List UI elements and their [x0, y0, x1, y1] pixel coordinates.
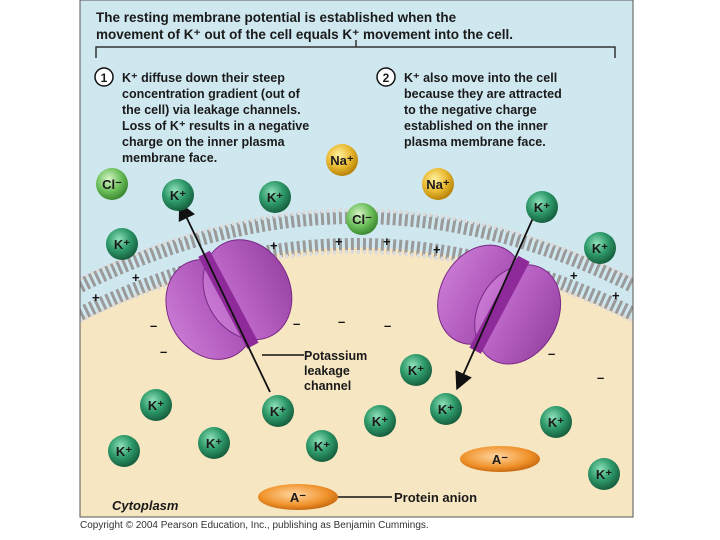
svg-text:K⁺: K⁺ [596, 467, 612, 482]
title-line-2: movement of K⁺ out of the cell equals K⁺… [96, 27, 513, 42]
svg-text:K⁺: K⁺ [114, 237, 130, 252]
svg-text:A⁻: A⁻ [290, 490, 306, 505]
charge-minus: – [150, 318, 157, 333]
step-1-number: 1 [101, 71, 108, 85]
charge-minus: – [338, 314, 345, 329]
step-1-line-1: K⁺ diffuse down their steep [122, 71, 285, 85]
charge-minus: – [384, 318, 391, 333]
step-2-number: 2 [383, 71, 390, 85]
protein-anion: A⁻ [460, 446, 540, 472]
k-ion: K⁺ [306, 430, 338, 462]
svg-text:K⁺: K⁺ [206, 436, 222, 451]
step-2-line-5: plasma membrane face. [404, 135, 546, 149]
channel-label-line-1: Potassium [304, 349, 367, 363]
svg-text:K⁺: K⁺ [372, 414, 388, 429]
svg-text:K⁺: K⁺ [314, 439, 330, 454]
svg-text:K⁺: K⁺ [548, 415, 564, 430]
channel-label-line-3: channel [304, 379, 351, 393]
charge-plus: + [570, 268, 578, 283]
svg-text:Na⁺: Na⁺ [426, 177, 450, 192]
svg-text:Na⁺: Na⁺ [330, 153, 354, 168]
charge-minus: – [597, 370, 604, 385]
k-ion: K⁺ [584, 232, 616, 264]
k-ion: K⁺ [364, 405, 396, 437]
charge-plus: + [612, 288, 620, 303]
k-ion: K⁺ [162, 179, 194, 211]
step-2-line-4: established on the inner [404, 119, 548, 133]
svg-text:K⁺: K⁺ [267, 190, 283, 205]
step-1-line-3: the cell) via leakage channels. [122, 103, 301, 117]
svg-text:K⁺: K⁺ [438, 402, 454, 417]
protein-anion: A⁻ [258, 484, 338, 510]
k-ion: K⁺ [198, 427, 230, 459]
channel-label-line-2: leakage [304, 364, 350, 378]
svg-text:A⁻: A⁻ [492, 452, 508, 467]
svg-text:K⁺: K⁺ [170, 188, 186, 203]
protein-anion-label: Protein anion [394, 490, 477, 505]
charge-minus: – [160, 344, 167, 359]
step-2-description: 2 K⁺ also move into the cell because the… [377, 68, 562, 149]
charge-plus: + [433, 242, 441, 257]
k-ion: K⁺ [108, 435, 140, 467]
step-1-line-4: Loss of K⁺ results in a negative [122, 119, 309, 133]
charge-plus: + [270, 238, 278, 253]
svg-text:K⁺: K⁺ [148, 398, 164, 413]
na-ion: Na⁺ [422, 168, 454, 200]
k-ion: K⁺ [400, 354, 432, 386]
copyright-notice: Copyright © 2004 Pearson Education, Inc.… [80, 520, 640, 531]
cl-ion: Cl⁻ [346, 203, 378, 235]
svg-text:K⁺: K⁺ [592, 241, 608, 256]
k-ion: K⁺ [430, 393, 462, 425]
charge-plus: + [92, 290, 100, 305]
charge-minus: – [548, 346, 555, 361]
svg-text:K⁺: K⁺ [270, 404, 286, 419]
cl-ion: Cl⁻ [96, 168, 128, 200]
svg-text:K⁺: K⁺ [116, 444, 132, 459]
step-2-line-3: to the negative charge [404, 103, 537, 117]
svg-text:K⁺: K⁺ [408, 363, 424, 378]
charge-plus: + [383, 234, 391, 249]
k-ion: K⁺ [262, 395, 294, 427]
step-1-line-2: concentration gradient (out of [122, 87, 301, 101]
na-ion: Na⁺ [326, 144, 358, 176]
k-ion: K⁺ [526, 191, 558, 223]
k-ion: K⁺ [259, 181, 291, 213]
step-2-line-1: K⁺ also move into the cell [404, 71, 557, 85]
svg-text:K⁺: K⁺ [534, 200, 550, 215]
charge-plus: + [335, 234, 343, 249]
title-line-1: The resting membrane potential is establ… [96, 10, 457, 25]
k-ion: K⁺ [140, 389, 172, 421]
charge-minus: – [293, 316, 300, 331]
step-2-line-2: because they are attracted [404, 87, 562, 101]
k-ion: K⁺ [588, 458, 620, 490]
k-ion: K⁺ [540, 406, 572, 438]
k-ion: K⁺ [106, 228, 138, 260]
step-1-line-5: charge on the inner plasma [122, 135, 286, 149]
svg-text:Cl⁻: Cl⁻ [102, 177, 122, 192]
cytoplasm-label: Cytoplasm [112, 498, 179, 513]
step-1-line-6: membrane face. [122, 151, 217, 165]
svg-text:Cl⁻: Cl⁻ [352, 212, 372, 227]
charge-plus: + [132, 270, 140, 285]
